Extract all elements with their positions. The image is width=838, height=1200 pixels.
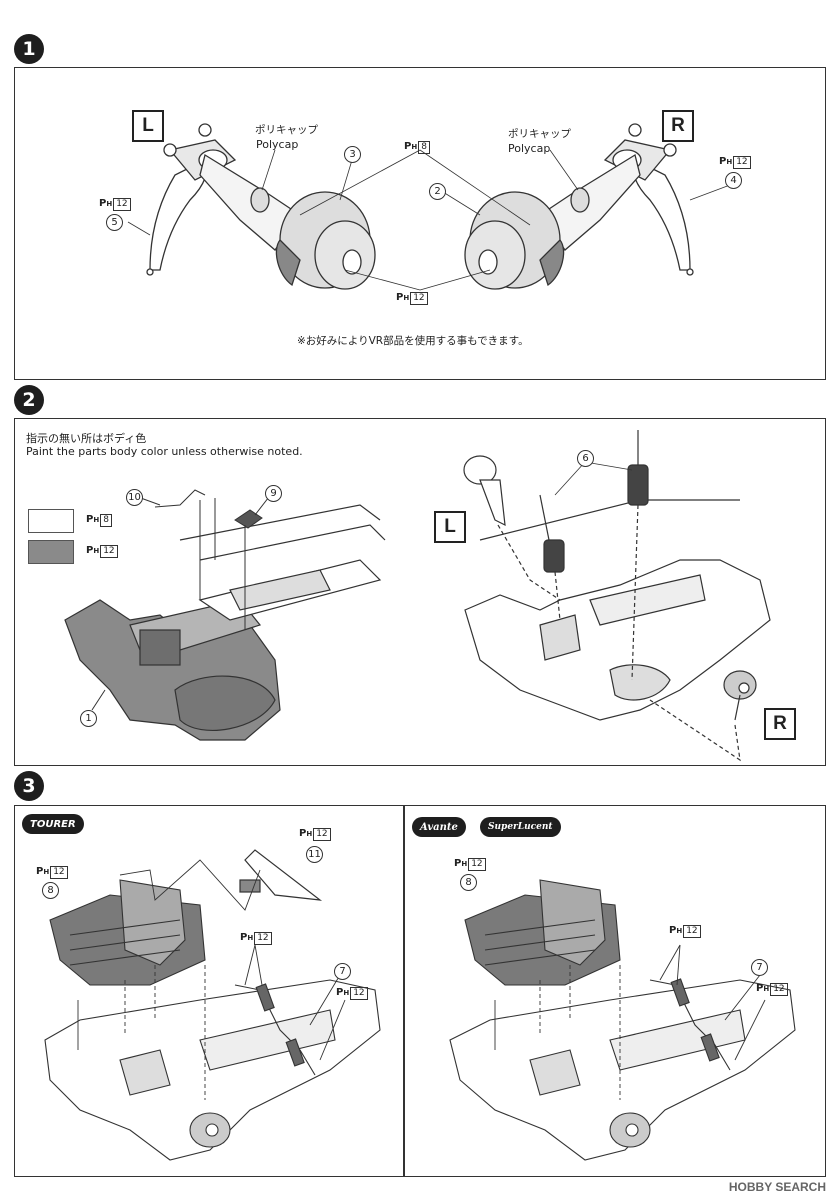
right-chassis xyxy=(464,499,771,721)
part-number-7-left: 7 xyxy=(334,963,351,980)
vr-parts-note: ※お好みによりVR部品を使用する事もできます。 xyxy=(297,335,529,347)
polycap-jp-left: ポリキャップ xyxy=(255,124,318,136)
part-number-9: 9 xyxy=(265,485,282,502)
step-1-badge: 1 xyxy=(14,34,44,64)
legend-swatch-grey xyxy=(28,540,74,564)
watermark: HOBBY SEARCH xyxy=(728,1180,826,1194)
tourer-rods-7 xyxy=(234,983,316,1076)
part-number-6: 6 xyxy=(577,450,594,467)
paint-note-en: Paint the parts body color unless otherw… xyxy=(26,445,303,458)
left-side-label: L xyxy=(132,110,164,142)
paint-note-jp: 指示の無い所はボディ色 xyxy=(26,432,147,445)
polycap-en-right: Polycap xyxy=(508,142,551,155)
right-side-label: R xyxy=(662,110,694,142)
right-chassis-dampers xyxy=(539,430,649,681)
step-2-badge: 2 xyxy=(14,385,44,415)
tourer-chassis xyxy=(44,979,381,1161)
right-strut-assembly xyxy=(464,123,694,290)
avante-under-cover xyxy=(464,879,621,986)
part-number-8-left: 8 xyxy=(42,882,59,899)
left-strut-assembly xyxy=(146,123,376,290)
avante-badge: Avante xyxy=(412,817,466,837)
tourer-badge: TOURER xyxy=(22,814,84,834)
part-number-4: 4 xyxy=(725,172,742,189)
tourer-under-cover xyxy=(49,879,206,986)
part-number-7-right: 7 xyxy=(751,959,768,976)
part-number-11: 11 xyxy=(306,846,323,863)
superlucent-badge: SuperLucent xyxy=(480,817,561,837)
part-number-8-right: 8 xyxy=(460,874,477,891)
part-number-5: 5 xyxy=(106,214,123,231)
legend-swatch-white xyxy=(28,509,74,533)
polycap-en-left: Polycap xyxy=(256,138,299,151)
polycap-jp-right: ポリキャップ xyxy=(508,128,571,140)
part-number-10: 10 xyxy=(126,489,143,506)
step-2-right-label: R xyxy=(764,708,796,740)
step-3-badge: 3 xyxy=(14,771,44,801)
part-number-1: 1 xyxy=(80,710,97,727)
part-number-3: 3 xyxy=(344,146,361,163)
avante-chassis xyxy=(449,979,796,1161)
avante-rods-7 xyxy=(649,978,731,1071)
right-side-struts xyxy=(463,455,757,762)
step-2-left-label: L xyxy=(434,511,466,543)
part-number-2: 2 xyxy=(429,183,446,200)
